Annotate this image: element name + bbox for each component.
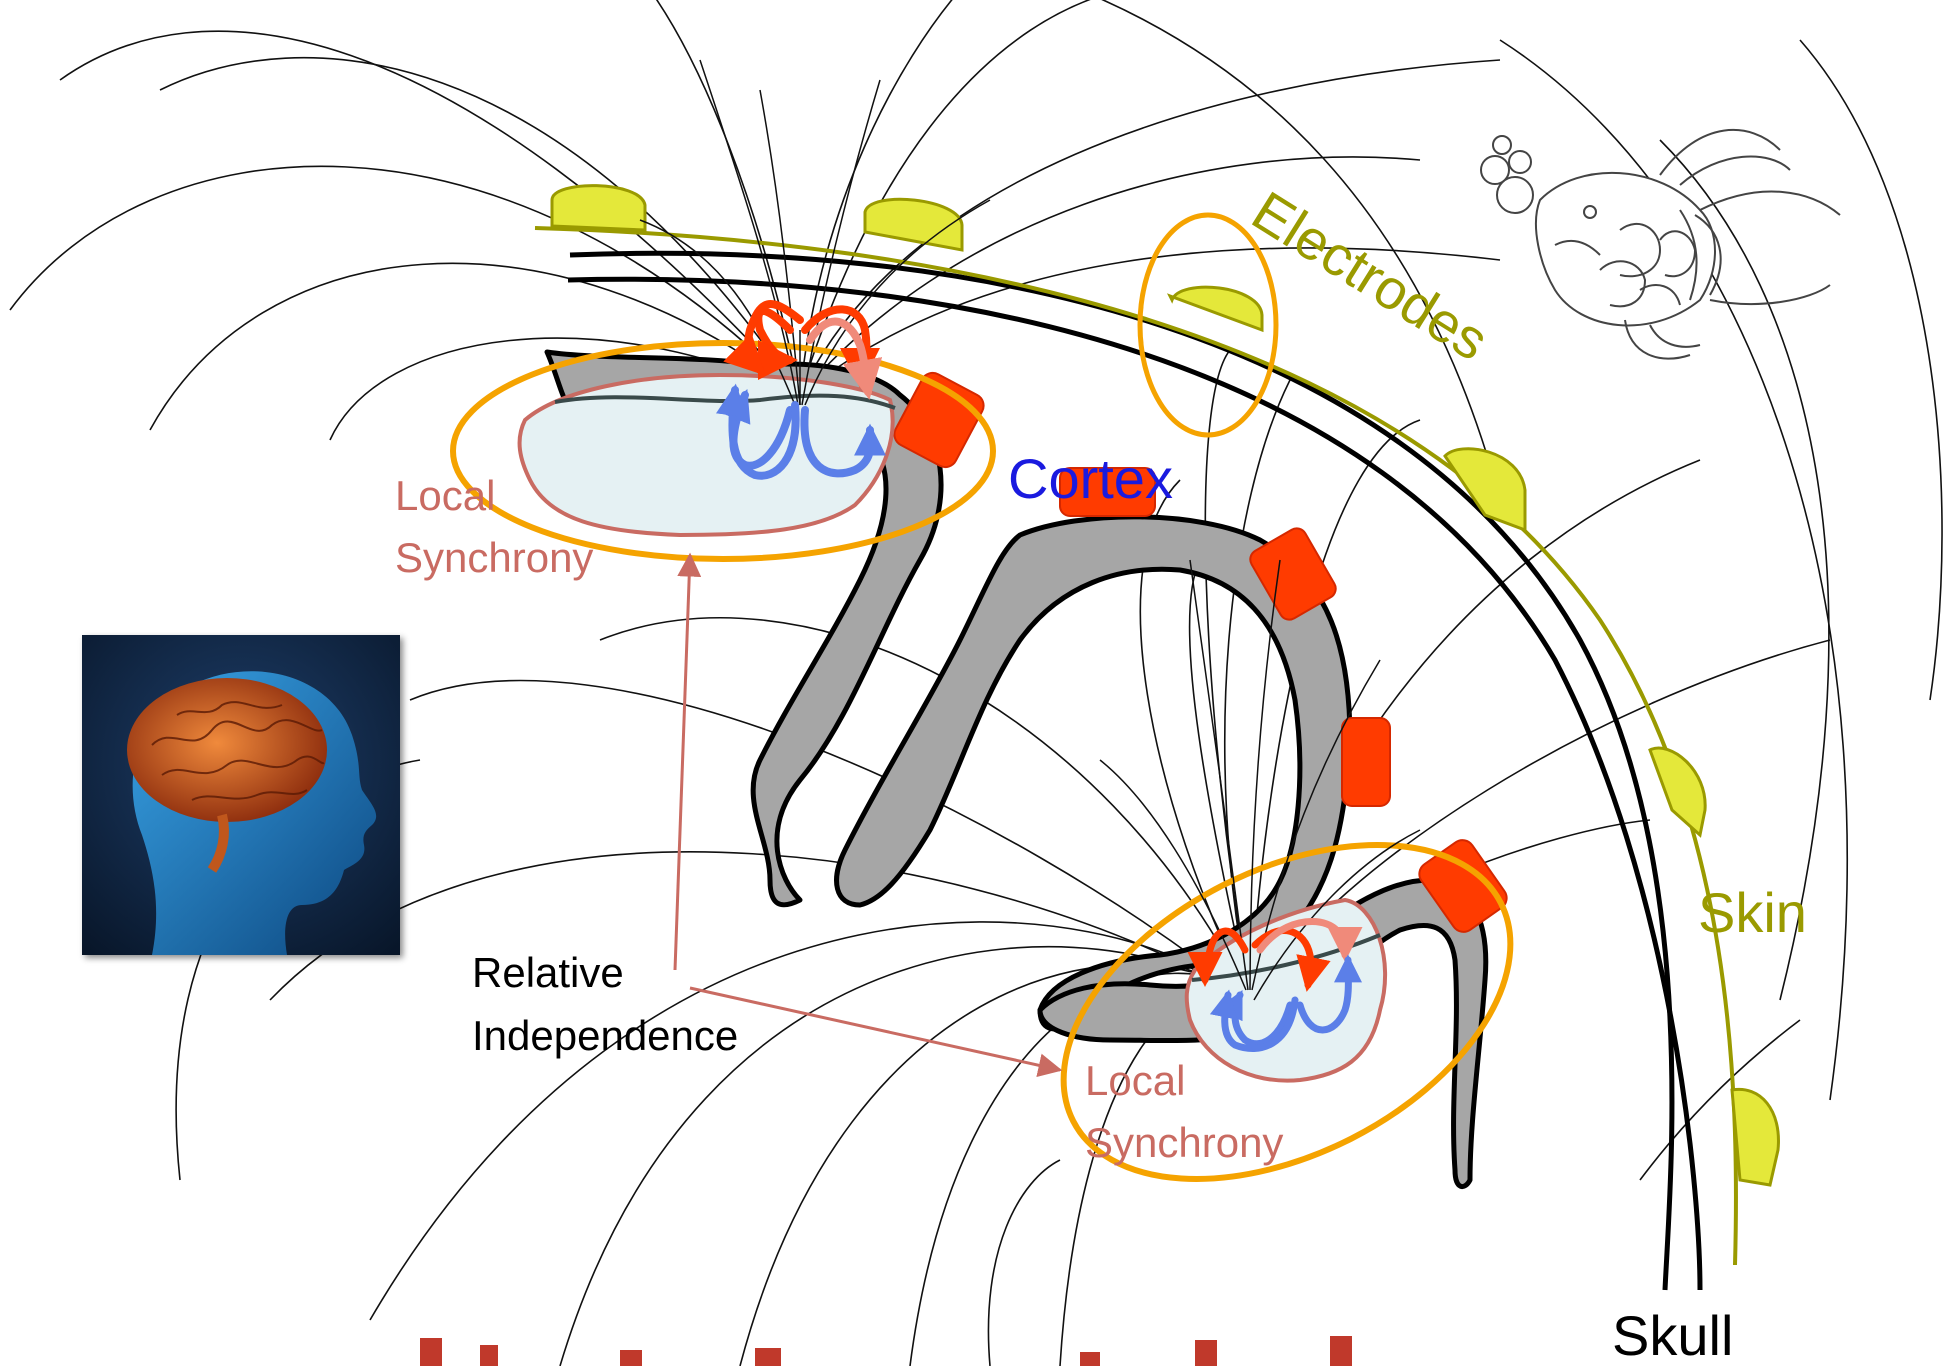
skin-label: Skin xyxy=(1698,881,1807,944)
bottom-title-fragment xyxy=(420,1336,1352,1366)
fish-drawing-icon xyxy=(1481,130,1840,359)
electrode-2 xyxy=(865,199,962,250)
relative-independence-label: Relative Independence xyxy=(472,949,738,1059)
local-synchrony-label-1-line2: Synchrony xyxy=(395,534,593,581)
local-synchrony-label-2-line2: Synchrony xyxy=(1085,1119,1283,1166)
skull-label: Skull xyxy=(1612,1304,1733,1366)
electrode-5 xyxy=(1650,748,1705,835)
relative-independence-line2: Independence xyxy=(472,1012,738,1059)
local-synchrony-label-1-line1: Local xyxy=(395,472,495,519)
electrode-3 xyxy=(1170,287,1262,330)
electrode-6 xyxy=(1732,1089,1778,1185)
cortex-label: Cortex xyxy=(1008,447,1173,510)
human-head-brain-icon xyxy=(82,635,400,955)
relative-independence-line1: Relative xyxy=(472,949,624,996)
electrodes-label: Electrodes xyxy=(1242,179,1500,373)
electrode-1 xyxy=(552,186,645,230)
local-synchrony-label-2-line1: Local xyxy=(1085,1057,1185,1104)
